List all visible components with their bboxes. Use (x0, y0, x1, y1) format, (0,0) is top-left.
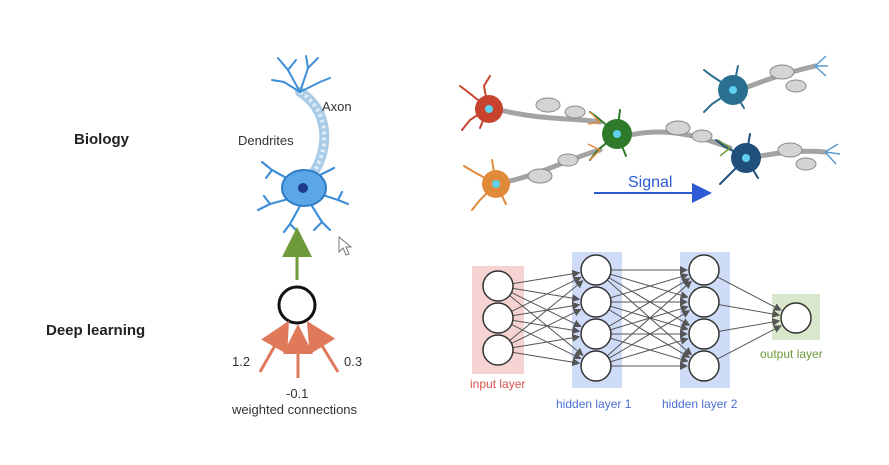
mouse-cursor-icon (338, 235, 353, 256)
layer-label: output layer (760, 347, 823, 361)
network-node (688, 318, 720, 350)
connection-edge (512, 319, 581, 335)
connection-edge (608, 278, 691, 327)
weighted-connections-caption: weighted connections (231, 402, 358, 417)
network-node (688, 286, 720, 318)
dendrites-label: Dendrites (238, 133, 294, 148)
network-node (780, 302, 812, 334)
weight-1: 1.2 (232, 354, 250, 369)
network-node (688, 350, 720, 382)
connection-edge (511, 324, 582, 360)
neural-network-diagram: input layer hidden layer 1 hidden layer 2 o… (470, 252, 823, 411)
connection-edge (610, 273, 689, 300)
connection-edge (512, 269, 581, 285)
network-node (482, 334, 514, 366)
connection-edge (512, 287, 581, 303)
network-node (580, 254, 612, 286)
axon-label: Axon (322, 99, 352, 114)
connection-edge (718, 318, 781, 332)
biology-label: Biology (74, 131, 130, 148)
network-node (482, 302, 514, 334)
connection-edge (509, 280, 584, 341)
network-node (482, 270, 514, 302)
connection-edge (512, 351, 581, 367)
layer-label: hidden layer 1 (556, 397, 632, 411)
connection-edge (610, 272, 689, 299)
weight-3: 0.3 (344, 354, 362, 369)
connection-edge (608, 310, 691, 359)
signal-label: Signal (628, 174, 672, 191)
neuron-network-illustration (459, 55, 841, 211)
network-node (580, 318, 612, 350)
network-node (580, 286, 612, 318)
network-node (580, 350, 612, 382)
weight-2: -0.1 (286, 386, 308, 401)
connection-edge (608, 277, 691, 326)
connection-edge (718, 304, 781, 318)
connection-edge (610, 336, 689, 363)
connection-edge (511, 276, 582, 312)
connection-edge (606, 280, 693, 357)
layer-label: hidden layer 2 (662, 397, 738, 411)
connection-edge (717, 325, 782, 360)
perceptron: 1.2 -0.1 0.3 weighted connections (231, 285, 362, 417)
biological-neuron: Axon Dendrites (238, 55, 352, 234)
deep-learning-label: Deep learning (46, 322, 145, 339)
network-node (688, 254, 720, 286)
connection-edge (511, 308, 582, 344)
connection-edge (608, 309, 691, 358)
connection-edge (717, 276, 782, 311)
connection-edge (512, 333, 581, 349)
connection-edge (610, 305, 689, 332)
connection-edge (511, 292, 582, 328)
layer-label: input layer (470, 377, 525, 391)
perceptron-node (277, 285, 317, 325)
